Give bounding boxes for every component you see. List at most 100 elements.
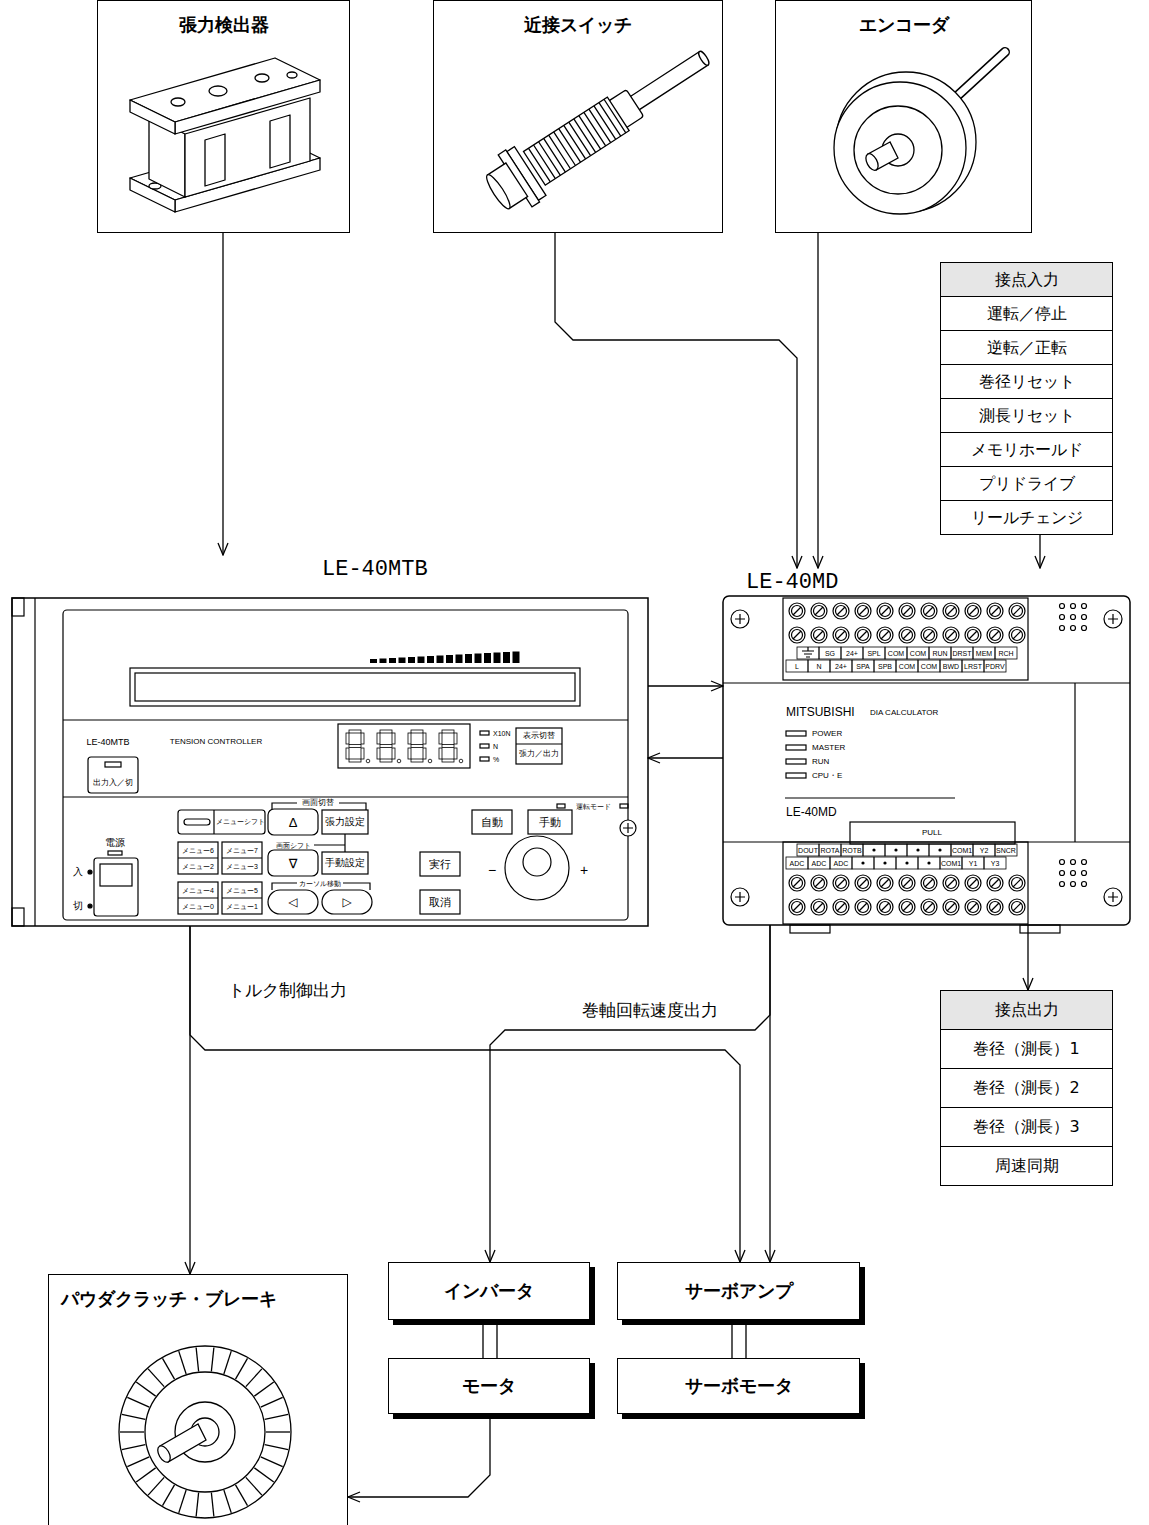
led-grid xyxy=(1060,882,1065,887)
terminal-block xyxy=(965,603,981,619)
terminal-block xyxy=(861,861,864,864)
tension-controller-unit xyxy=(178,857,218,858)
terminal-block xyxy=(943,875,959,891)
terminal-label: SG xyxy=(825,650,835,657)
terminal-label: SPA xyxy=(856,663,870,670)
terminal-label: COM1 xyxy=(941,860,961,867)
terminal-block xyxy=(946,902,957,913)
terminal-block xyxy=(921,899,937,915)
terminal-block xyxy=(852,660,874,672)
terminal-block xyxy=(877,627,893,643)
terminal-block xyxy=(792,606,803,617)
terminal-block xyxy=(968,606,979,617)
device-box: エンコーダ xyxy=(775,0,1032,233)
device-label: LE-40MD xyxy=(786,806,837,818)
led-grid xyxy=(1071,860,1076,865)
terminal-block xyxy=(789,875,805,891)
box-title: モータ xyxy=(462,1374,516,1398)
terminal-block xyxy=(947,903,955,911)
table-row: 逆転／正転 xyxy=(941,330,1112,364)
clutch-fins xyxy=(246,1477,262,1495)
terminal-block xyxy=(786,857,808,869)
terminal-block xyxy=(1009,627,1025,643)
terminal-block xyxy=(965,627,981,643)
seven-segment-display xyxy=(377,730,395,762)
terminal-block xyxy=(833,899,849,915)
terminal-block xyxy=(872,848,875,851)
terminal-block xyxy=(995,647,1017,659)
terminal-label: Y1 xyxy=(969,860,978,867)
seven-segment-display xyxy=(408,730,426,762)
connector xyxy=(769,925,770,1262)
tension-controller-unit xyxy=(480,731,489,735)
panel-label: 取消 xyxy=(429,897,451,908)
panel-label: TENSION CONTROLLER xyxy=(170,738,262,746)
terminal-block xyxy=(965,875,981,891)
terminal-block xyxy=(924,878,935,889)
led-grid xyxy=(1071,626,1076,631)
terminal-block xyxy=(965,899,981,915)
terminal-block xyxy=(1009,899,1025,915)
device-label: POWER xyxy=(812,730,842,738)
tension-controller-unit xyxy=(184,819,210,825)
terminal-block xyxy=(811,899,827,915)
terminal-block xyxy=(792,630,803,641)
terminal-label: RUN xyxy=(932,650,947,657)
seven-segment-display xyxy=(377,733,380,744)
panel-label: 自動 xyxy=(481,817,503,828)
terminal-block xyxy=(789,899,805,915)
table-cell: 運転／停止 xyxy=(987,297,1067,330)
terminal-block xyxy=(921,899,937,915)
terminal-block xyxy=(902,606,913,617)
terminal-label: ADC xyxy=(834,860,849,867)
edge-label: 巻軸回転速度出力 xyxy=(579,1000,721,1020)
dia-calculator-unit xyxy=(1020,925,1060,933)
terminal-block xyxy=(789,603,1025,619)
led-grid xyxy=(1071,871,1076,876)
panel-label: 手動 xyxy=(539,817,561,828)
panel-label: 運転モード xyxy=(576,803,611,810)
led-grid xyxy=(1082,604,1087,609)
terminal-block xyxy=(943,899,959,915)
terminal-block xyxy=(899,899,915,915)
seven-segment-display xyxy=(408,733,411,744)
clutch-fins xyxy=(179,1351,186,1374)
terminal-block xyxy=(858,902,869,913)
clutch-fins xyxy=(120,1431,144,1432)
panel-label: LE-40MTB xyxy=(86,738,129,747)
drive-box: サーボアンプ xyxy=(617,1262,860,1320)
dia-calculator-unit xyxy=(723,596,1130,933)
tension-controller-unit xyxy=(505,836,569,900)
terminal-block xyxy=(1009,875,1025,891)
seven-segment-display xyxy=(346,748,349,759)
terminal-block xyxy=(789,899,1025,915)
box-title: サーボアンプ xyxy=(685,1279,793,1303)
terminal-block xyxy=(965,875,981,891)
dia-calculator-unit xyxy=(783,842,1028,924)
connector xyxy=(732,1320,746,1358)
terminal-block xyxy=(815,879,823,887)
terminal-block xyxy=(841,647,863,659)
tension-detector-illustration xyxy=(130,100,175,134)
table-row: プリドライブ xyxy=(941,466,1112,500)
table-cell: 巻径（測長）1 xyxy=(973,1030,1079,1068)
bar-graph xyxy=(418,657,425,664)
table-cell: 逆転／正転 xyxy=(987,331,1067,364)
seven-segment-display xyxy=(428,759,432,763)
terminal-block xyxy=(855,899,871,915)
terminal-block xyxy=(811,627,827,643)
connector xyxy=(1027,925,1028,990)
terminal-label: COM xyxy=(921,663,937,670)
clutch-fins xyxy=(211,1493,214,1517)
terminal-label: DOUT xyxy=(798,847,818,854)
signal-table: 接点出力巻径（測長）1巻径（測長）2巻径（測長）3周速同期 xyxy=(940,990,1113,1186)
terminal-block xyxy=(918,660,940,672)
terminal-block xyxy=(947,607,955,615)
terminal-block xyxy=(903,903,911,911)
terminal-block xyxy=(830,857,852,869)
tension-detector-illustration xyxy=(255,74,269,82)
terminal-block xyxy=(833,875,849,891)
terminal-block xyxy=(793,903,801,911)
table-row: 運転／停止 xyxy=(941,296,1112,330)
